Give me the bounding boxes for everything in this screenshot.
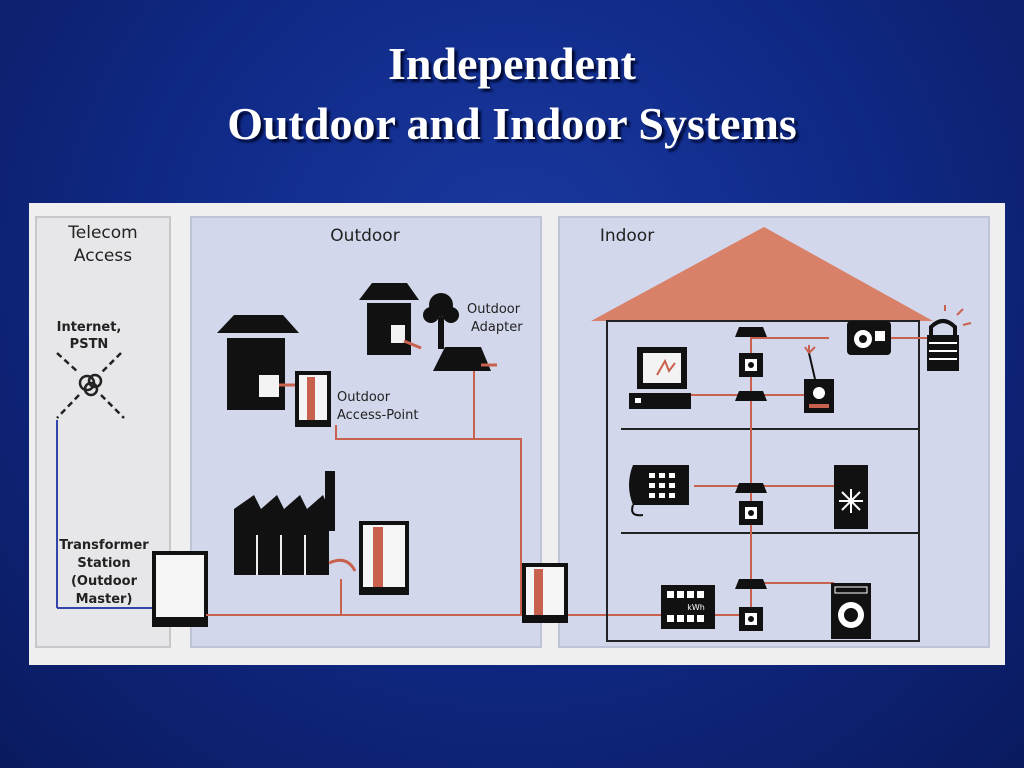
socket-icon [735, 327, 767, 631]
telecom-heading-2: Access [74, 246, 132, 266]
indoor-heading: Indoor [600, 226, 654, 246]
meter-unit-label: kWh [687, 603, 705, 612]
internet-label-2: PSTN [70, 337, 109, 352]
roof [591, 227, 933, 321]
title-line-2: Outdoor and Indoor Systems [227, 98, 797, 149]
slide-title: Independent Outdoor and Indoor Systems [0, 34, 1024, 154]
access-point-icon [522, 563, 568, 623]
network-diagram: Telecom Access Outdoor Indoor Internet, … [29, 203, 1005, 665]
radio-icon [804, 345, 834, 413]
power-wires [206, 363, 614, 616]
telecom-heading-1: Telecom [67, 223, 137, 243]
access-point-icon [359, 521, 409, 595]
washing-machine-icon [831, 583, 871, 639]
security-lock-icon [927, 305, 972, 371]
cloud-icon [56, 352, 125, 419]
outdoor-adapter-label-2: Adapter [471, 320, 523, 335]
title-line-1: Independent [388, 38, 636, 89]
laptop-icon [629, 347, 691, 409]
telephone-icon [629, 465, 689, 517]
telecom-line [56, 420, 156, 609]
transformer-label-1: Transformer [59, 538, 149, 553]
tree-icon [423, 293, 459, 349]
outdoor-adapter-label-1: Outdoor [467, 302, 521, 317]
transformer-label-4: Master) [76, 592, 133, 607]
transformer-label-2: Station [77, 556, 130, 571]
internet-label-1: Internet, [57, 320, 122, 335]
outdoor-ap-label-2: Access-Point [337, 408, 418, 423]
house-icon [217, 315, 299, 410]
outdoor-heading: Outdoor [330, 226, 399, 246]
power-meter-icon: kWh [661, 585, 715, 629]
adapter-icon [433, 347, 497, 371]
factory-icon [234, 471, 357, 575]
transformer-label-3: (Outdoor [71, 574, 138, 589]
house-icon [359, 283, 422, 355]
transformer-station-icon [152, 551, 208, 627]
projector-icon [847, 321, 891, 355]
indoor-wires [614, 333, 929, 616]
fridge-icon [834, 465, 868, 529]
access-point-icon [295, 371, 331, 427]
outdoor-ap-label-1: Outdoor [337, 390, 391, 405]
diagram-canvas: Telecom Access Outdoor Indoor Internet, … [35, 216, 990, 648]
house-frame [606, 320, 920, 642]
telecom-panel [35, 216, 171, 648]
